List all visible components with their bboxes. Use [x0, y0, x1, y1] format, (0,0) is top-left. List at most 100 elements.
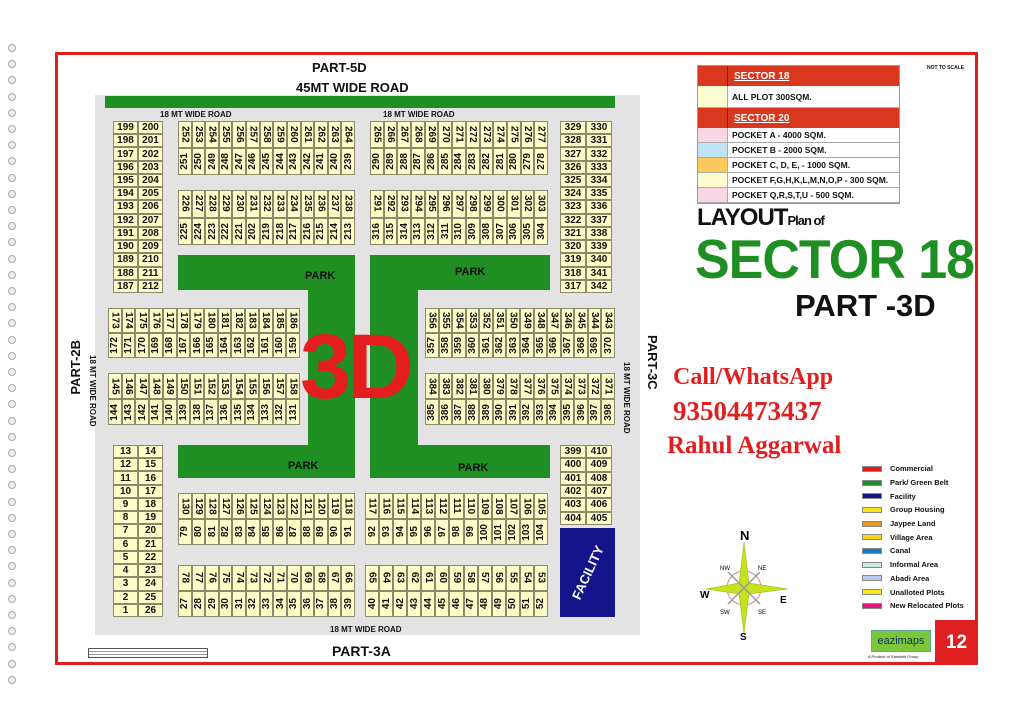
plot[interactable]: 210 — [138, 253, 163, 267]
plot[interactable]: 205 — [138, 187, 163, 201]
plot[interactable]: 355 — [438, 308, 453, 333]
plot[interactable]: 347 — [547, 308, 561, 333]
plot[interactable]: 100 — [477, 519, 492, 545]
plot[interactable]: 209 — [138, 240, 163, 254]
plot[interactable]: 105 — [533, 493, 548, 519]
plot[interactable]: 281 — [493, 148, 507, 175]
plot[interactable]: 317 — [560, 279, 586, 293]
plot[interactable]: 22 — [138, 550, 163, 565]
plot[interactable]: 77 — [191, 565, 206, 591]
plot[interactable]: 123 — [273, 493, 287, 519]
plot[interactable]: 97 — [435, 519, 450, 545]
plot[interactable]: 267 — [397, 121, 412, 148]
plot[interactable]: 215 — [314, 217, 328, 245]
plot[interactable]: 287 — [411, 148, 425, 175]
plot[interactable]: 208 — [138, 226, 163, 241]
plot[interactable]: 3 — [113, 577, 138, 591]
plot[interactable]: 69 — [300, 565, 315, 591]
plot[interactable]: 346 — [560, 308, 575, 333]
plot[interactable]: 382 — [452, 373, 466, 399]
plot[interactable]: 292 — [383, 190, 398, 218]
plot[interactable]: 127 — [218, 493, 233, 519]
plot[interactable]: 118 — [341, 493, 355, 519]
plot[interactable]: 273 — [479, 121, 494, 148]
plot[interactable]: 245 — [259, 148, 274, 175]
plot[interactable]: 189 — [113, 253, 138, 267]
plot[interactable]: 174 — [121, 308, 136, 333]
plot[interactable]: 75 — [218, 565, 233, 591]
plot[interactable]: 179 — [190, 308, 204, 333]
plot[interactable]: 367 — [560, 333, 575, 358]
plot[interactable]: 50 — [505, 591, 520, 617]
plot[interactable]: 21 — [138, 537, 163, 551]
plot[interactable]: 410 — [586, 445, 612, 459]
plot[interactable]: 32 — [246, 591, 260, 617]
plot[interactable]: 307 — [493, 217, 507, 245]
plot[interactable]: 33 — [259, 591, 274, 617]
plot[interactable]: 402 — [560, 485, 586, 499]
plot[interactable]: 349 — [520, 308, 534, 333]
plot[interactable]: 167 — [176, 333, 191, 358]
plot[interactable]: 364 — [520, 333, 534, 358]
plot[interactable]: 81 — [205, 519, 219, 545]
plot[interactable]: 351 — [492, 308, 507, 333]
plot[interactable]: 18 — [138, 497, 163, 512]
plot[interactable]: 265 — [370, 121, 384, 148]
plot[interactable]: 5 — [113, 550, 138, 565]
plot[interactable]: 197 — [113, 147, 138, 161]
plot[interactable]: 63 — [393, 565, 408, 591]
plot[interactable]: 294 — [411, 190, 425, 218]
plot[interactable]: 2 — [113, 590, 138, 604]
plot[interactable]: 316 — [370, 217, 384, 245]
plot[interactable]: 272 — [465, 121, 480, 148]
plot[interactable]: 235 — [300, 190, 315, 218]
plot[interactable]: 397 — [587, 399, 602, 425]
plot[interactable]: 80 — [191, 519, 206, 545]
plot[interactable]: 202 — [246, 217, 260, 245]
plot[interactable]: 46 — [449, 591, 464, 617]
plot[interactable]: 335 — [586, 187, 612, 201]
plot[interactable]: 24 — [138, 577, 163, 591]
plot[interactable]: 310 — [452, 217, 466, 245]
plot[interactable]: 392 — [520, 399, 534, 425]
plot[interactable]: 405 — [586, 511, 612, 525]
plot[interactable]: 119 — [327, 493, 342, 519]
plot[interactable]: 110 — [463, 493, 478, 519]
plot[interactable]: 101 — [491, 519, 506, 545]
plot[interactable]: 141 — [149, 399, 163, 425]
plot[interactable]: 225 — [178, 217, 192, 245]
plot[interactable]: 185 — [272, 308, 287, 333]
plot[interactable]: 323 — [560, 200, 586, 214]
plot[interactable]: 306 — [506, 217, 521, 245]
plot[interactable]: 23 — [138, 564, 163, 578]
plot[interactable]: 283 — [465, 148, 480, 175]
plot[interactable]: 144 — [108, 399, 122, 425]
plot[interactable]: 213 — [341, 217, 355, 245]
plot[interactable]: 343 — [601, 308, 615, 333]
plot[interactable]: 12 — [113, 458, 138, 472]
plot[interactable]: 19 — [138, 511, 163, 525]
plot[interactable]: 381 — [465, 373, 480, 399]
plot[interactable]: 389 — [479, 399, 493, 425]
plot[interactable]: 401 — [560, 471, 586, 485]
plot[interactable]: 66 — [341, 565, 355, 591]
plot[interactable]: 233 — [273, 190, 287, 218]
plot[interactable]: 236 — [314, 190, 328, 218]
plot[interactable]: 27 — [178, 591, 192, 617]
plot[interactable]: 188 — [113, 266, 138, 280]
plot[interactable]: 271 — [452, 121, 466, 148]
plot[interactable]: 258 — [259, 121, 274, 148]
plot[interactable]: 151 — [190, 373, 204, 399]
plot[interactable]: 365 — [533, 333, 548, 358]
plot[interactable]: 6 — [113, 537, 138, 551]
plot[interactable]: 337 — [586, 213, 612, 227]
plot[interactable]: 153 — [217, 373, 232, 399]
plot[interactable]: 164 — [217, 333, 232, 358]
plot[interactable]: 160 — [272, 333, 287, 358]
plot[interactable]: 249 — [205, 148, 219, 175]
plot[interactable]: 383 — [438, 373, 453, 399]
plot[interactable]: 42 — [393, 591, 408, 617]
plot[interactable]: 192 — [113, 213, 138, 227]
plot[interactable]: 1 — [113, 603, 138, 617]
plot[interactable]: 384 — [425, 373, 439, 399]
